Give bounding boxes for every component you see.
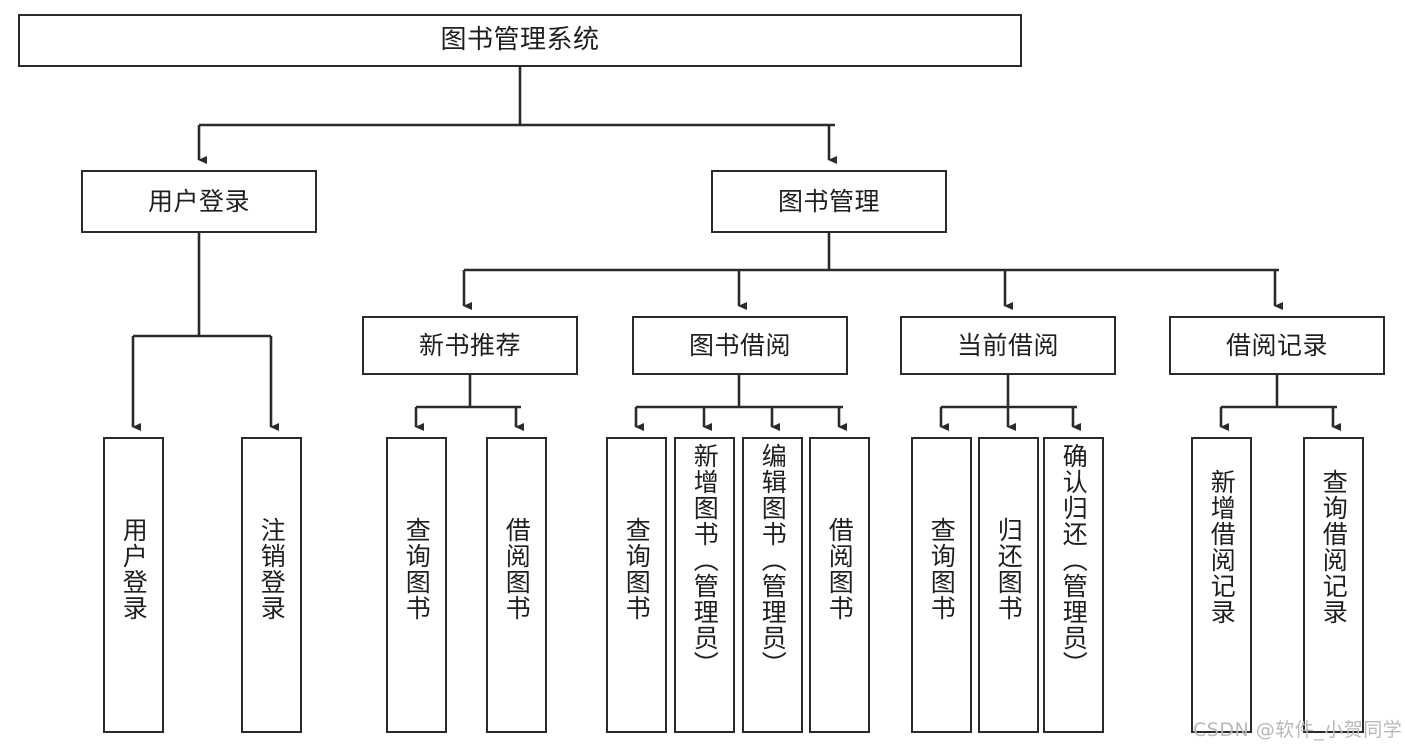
watermark-text: CSDN @软件_小贺同学 — [1193, 719, 1403, 741]
node-leaf-confirm-return-label: 确认归还（管理员） — [1059, 443, 1089, 677]
node-book-borrow[interactable]: 图书借阅 — [632, 316, 848, 375]
node-current-borrow-label: 当前借阅 — [956, 331, 1059, 360]
node-leaf-borrow-book-2[interactable]: 借阅图书 — [809, 437, 870, 733]
node-root-label: 图书管理系统 — [440, 25, 600, 56]
node-leaf-query-book-3-label: 查询图书 — [927, 517, 957, 621]
node-leaf-borrow-book-1-label: 借阅图书 — [502, 517, 532, 621]
node-leaf-query-book-1[interactable]: 查询图书 — [386, 437, 447, 733]
node-new-book-rec-label: 新书推荐 — [418, 331, 521, 360]
node-leaf-add-book-label: 新增图书（管理员） — [690, 443, 720, 677]
node-leaf-user-login[interactable]: 用户登录 — [103, 437, 164, 733]
node-borrow-record[interactable]: 借阅记录 — [1169, 316, 1385, 375]
node-user-login-label: 用户登录 — [147, 187, 250, 216]
node-leaf-edit-book-label: 编辑图书（管理员） — [758, 443, 788, 677]
node-leaf-user-logout-label: 注销登录 — [257, 517, 287, 621]
node-leaf-query-book-2-label: 查询图书 — [622, 517, 652, 621]
node-leaf-confirm-return[interactable]: 确认归还（管理员） — [1043, 437, 1104, 733]
node-leaf-borrow-book-2-label: 借阅图书 — [825, 517, 855, 621]
node-leaf-add-record-label: 新增借阅记录 — [1207, 469, 1237, 625]
node-leaf-user-logout[interactable]: 注销登录 — [241, 437, 302, 733]
node-book-borrow-label: 图书借阅 — [688, 331, 791, 360]
node-new-book-rec[interactable]: 新书推荐 — [362, 316, 578, 375]
node-leaf-query-book-3[interactable]: 查询图书 — [911, 437, 972, 733]
node-leaf-query-book-2[interactable]: 查询图书 — [606, 437, 667, 733]
node-user-login[interactable]: 用户登录 — [81, 170, 317, 233]
node-leaf-add-book[interactable]: 新增图书（管理员） — [674, 437, 735, 733]
node-leaf-edit-book[interactable]: 编辑图书（管理员） — [742, 437, 803, 733]
node-current-borrow[interactable]: 当前借阅 — [900, 316, 1116, 375]
node-borrow-record-label: 借阅记录 — [1225, 331, 1328, 360]
node-leaf-return-book[interactable]: 归还图书 — [978, 437, 1039, 733]
node-leaf-add-record[interactable]: 新增借阅记录 — [1191, 437, 1252, 733]
node-book-manage-label: 图书管理 — [777, 187, 880, 216]
node-leaf-query-record-label: 查询借阅记录 — [1319, 469, 1349, 625]
node-leaf-borrow-book-1[interactable]: 借阅图书 — [486, 437, 547, 733]
node-root[interactable]: 图书管理系统 — [18, 14, 1022, 67]
node-leaf-query-book-1-label: 查询图书 — [402, 517, 432, 621]
node-leaf-user-login-label: 用户登录 — [119, 517, 149, 621]
node-book-manage[interactable]: 图书管理 — [711, 170, 947, 233]
node-leaf-query-record[interactable]: 查询借阅记录 — [1303, 437, 1364, 733]
node-leaf-return-book-label: 归还图书 — [994, 517, 1024, 621]
